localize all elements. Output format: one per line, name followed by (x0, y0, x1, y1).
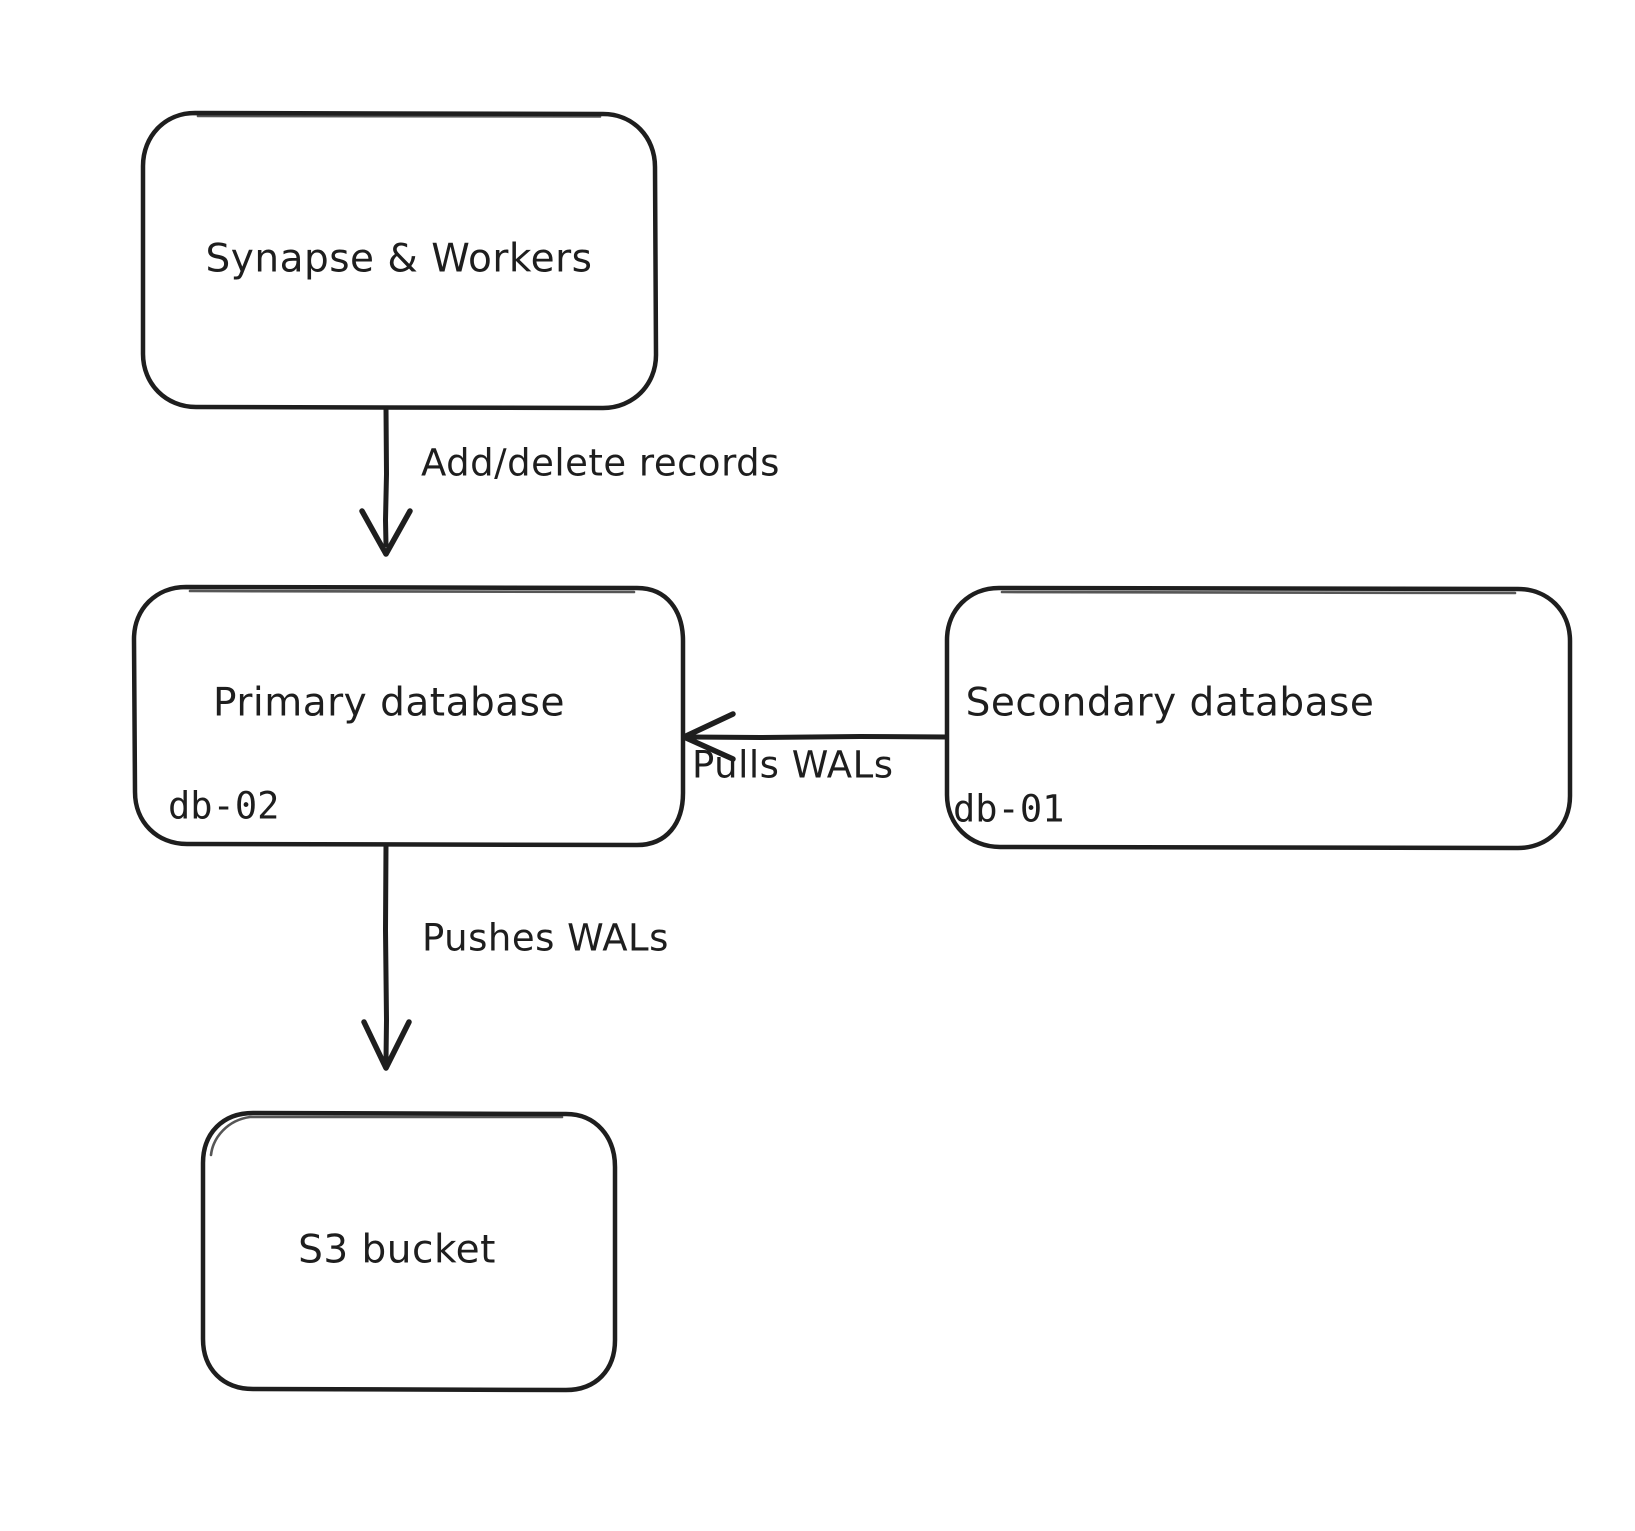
node-synapse-workers-sketch-stroke (196, 114, 602, 118)
node-s3-bucket-shape (200, 1110, 618, 1393)
node-secondary-database-sublabel: db-01 (953, 788, 1064, 831)
edge-synapse-primary-arrowhead (359, 508, 413, 557)
edge-secondary-primary-label: Pulls WALs (692, 744, 893, 787)
node-primary-database-sketch-stroke (188, 589, 636, 594)
edge-secondary-primary: Pulls WALs (681, 711, 950, 787)
node-secondary-database-sketch-stroke (1000, 590, 1517, 595)
node-s3-bucket[interactable]: S3 bucket (200, 1110, 618, 1393)
node-synapse-workers[interactable]: Synapse & Workers (140, 110, 659, 411)
edge-primary-s3-label: Pushes WALs (422, 917, 669, 960)
edge-synapse-primary: Add/delete records (359, 405, 780, 557)
node-primary-database-title: Primary database (213, 681, 565, 726)
node-primary-database[interactable]: Primary database db-02 (131, 584, 686, 848)
node-synapse-workers-title: Synapse & Workers (206, 237, 593, 282)
edge-primary-s3: Pushes WALs (361, 842, 669, 1071)
node-secondary-database-shape (944, 585, 1573, 851)
edge-synapse-primary-line (383, 405, 389, 548)
node-primary-database-shape (131, 584, 686, 848)
node-secondary-database-title: Secondary database (966, 681, 1375, 726)
edge-secondary-primary-line (687, 734, 950, 740)
node-s3-bucket-sketch-stroke (209, 1115, 564, 1157)
node-synapse-workers-shape (140, 110, 659, 411)
node-secondary-database[interactable]: Secondary database db-01 (944, 585, 1573, 851)
node-primary-database-sublabel: db-02 (168, 785, 279, 828)
edge-primary-s3-line (383, 842, 389, 1063)
node-s3-bucket-title: S3 bucket (298, 1228, 496, 1273)
edge-primary-s3-arrowhead (361, 1019, 412, 1071)
edge-synapse-primary-label: Add/delete records (421, 442, 780, 485)
